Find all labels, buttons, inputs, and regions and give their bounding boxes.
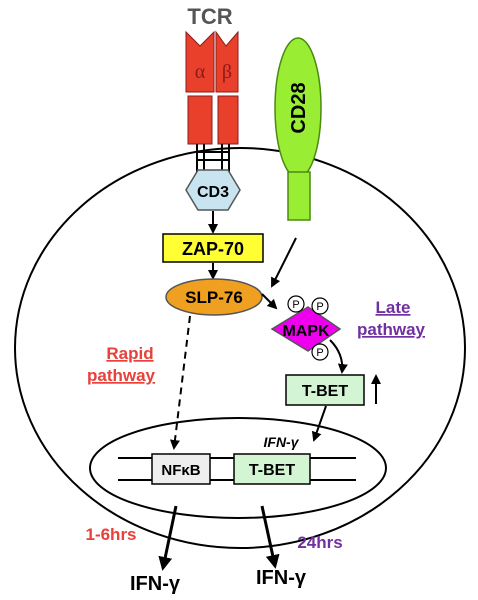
- ifng-output-left: IFN-γ: [130, 573, 181, 595]
- slp76-label: SLP-76: [185, 288, 243, 307]
- late-time-label: 24hrs: [297, 533, 342, 552]
- rapid-pathway-line1: Rapid: [106, 344, 153, 363]
- arrow-output-late: [260, 505, 280, 569]
- cell-membrane: [14, 147, 466, 549]
- tcr-alpha-chain: α: [185, 30, 215, 145]
- arrow-output-rapid: [158, 505, 178, 571]
- cd3-hexagon: [185, 169, 241, 211]
- beta-chain-label: β: [222, 61, 232, 83]
- late-pathway-line1: Late: [376, 298, 411, 317]
- nfkb-box: [151, 453, 211, 485]
- cd28-label: CD28: [288, 82, 310, 133]
- mapk-label: MAPK: [282, 323, 330, 340]
- tcr-beta-chain: β: [215, 30, 239, 145]
- zap70-box: [162, 233, 264, 263]
- tbet-nucleus-label: T-BET: [249, 462, 295, 479]
- ifng-gene-label: IFN-γ: [264, 434, 300, 450]
- arrow-cd28-mapk: [271, 237, 297, 288]
- tbet-cytoplasm-box: [285, 374, 365, 406]
- rapid-time-label: 1-6hrs: [85, 525, 136, 544]
- cd3-label: CD3: [197, 184, 229, 201]
- nfkb-label: NFκB: [161, 462, 200, 479]
- phospho-label-2: P: [316, 301, 323, 313]
- alpha-chain-label: α: [195, 61, 206, 83]
- rapid-pathway-line2: pathway: [87, 366, 156, 385]
- tcr-transmembrane: [196, 144, 230, 172]
- arrow-mapk-tbet: [329, 339, 348, 374]
- phospho-label-3: P: [316, 347, 323, 359]
- phospho-label-1: P: [292, 299, 299, 311]
- zap70-label: ZAP-70: [182, 239, 244, 259]
- arrow-slp76-mapk: [261, 293, 278, 310]
- nucleus-membrane: [89, 417, 387, 519]
- slp76-ellipse: [165, 278, 263, 316]
- tcr-label: TCR: [187, 4, 232, 29]
- arrow-tbet-ifng-gene: [311, 405, 327, 442]
- phospho-group-1: P: [287, 295, 305, 313]
- arrow-slp76-nfkb: [169, 315, 191, 450]
- phospho-group-3: P: [311, 343, 329, 361]
- tbet-nucleus-box: [233, 453, 311, 485]
- tbet-cytoplasm-label: T-BET: [302, 383, 348, 400]
- mapk-diamond: [270, 306, 342, 352]
- ifng-output-right: IFN-γ: [256, 567, 307, 589]
- phospho-group-2: P: [311, 297, 329, 315]
- cd28-receptor: CD28: [274, 37, 322, 221]
- late-pathway-line2: pathway: [357, 320, 426, 339]
